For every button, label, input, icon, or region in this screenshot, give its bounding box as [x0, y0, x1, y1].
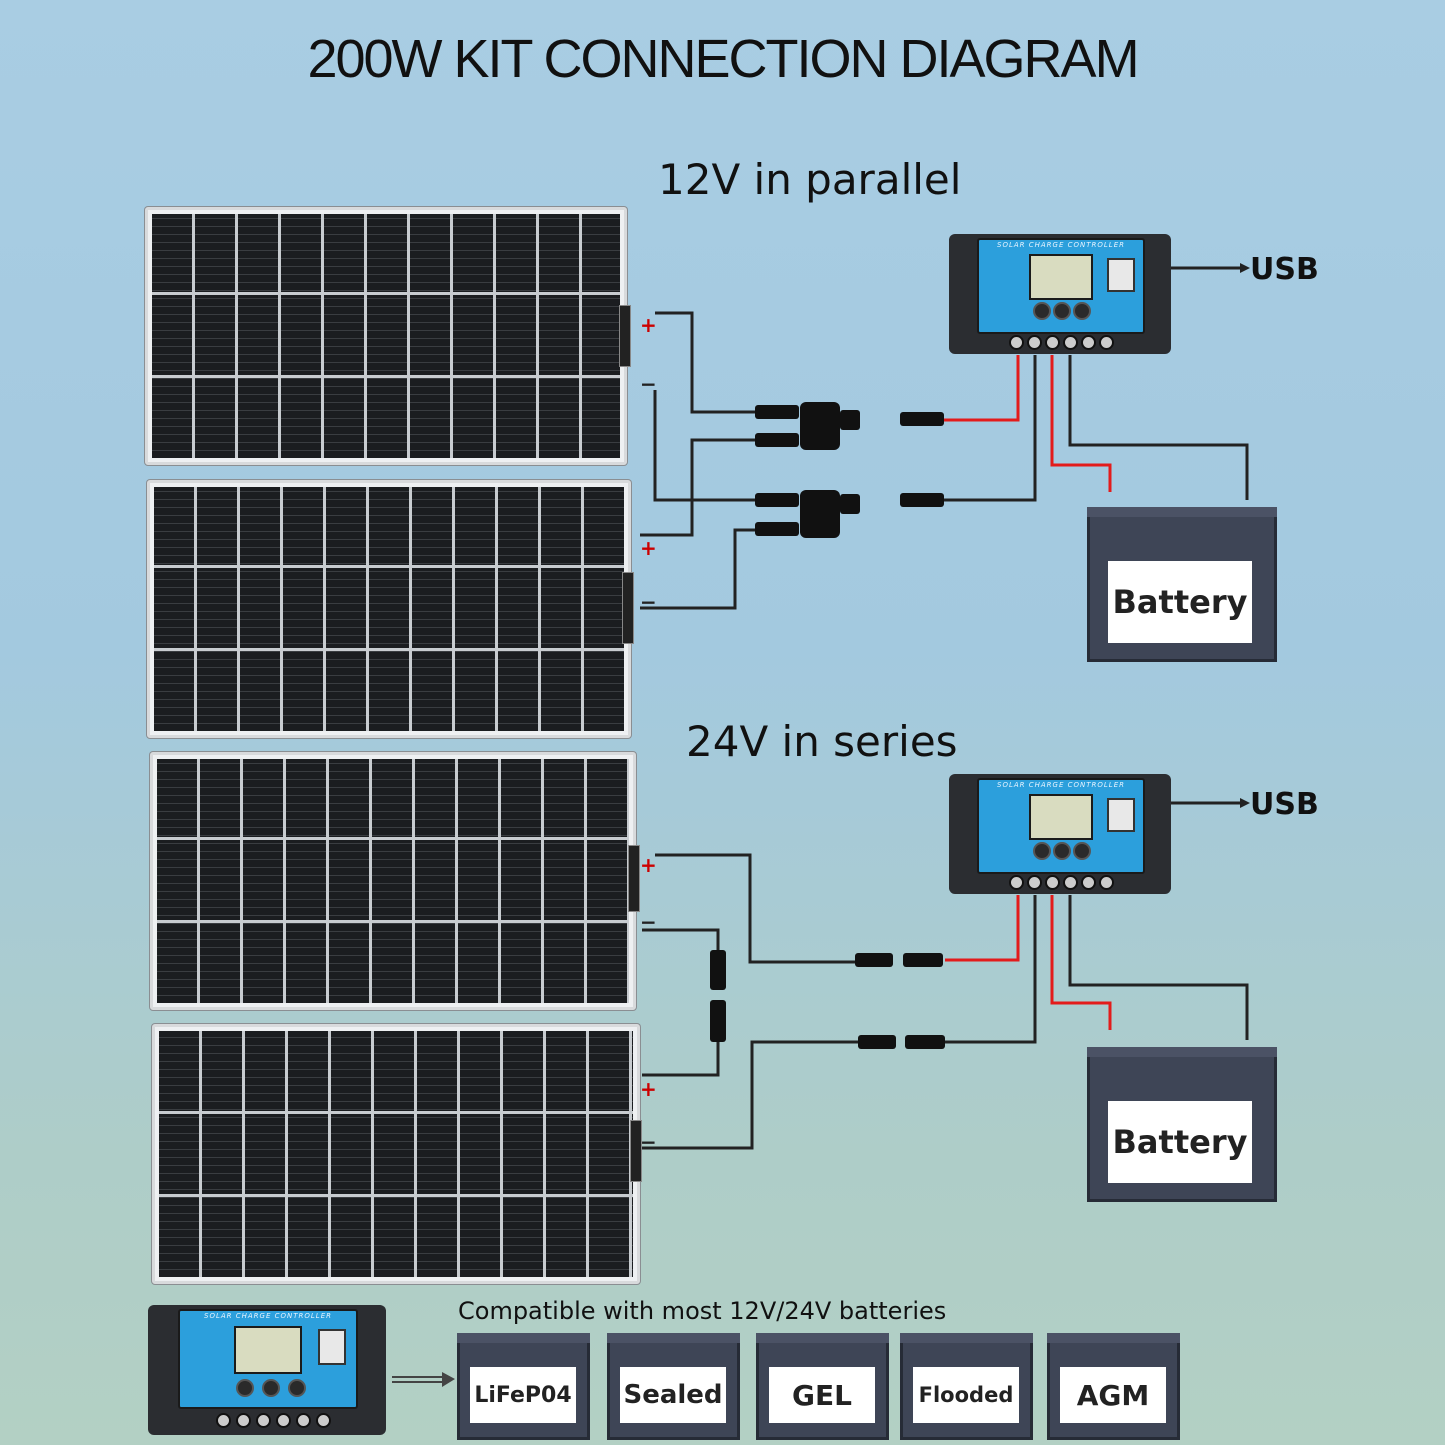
controller-button	[1053, 842, 1071, 860]
negative-mark: −	[640, 1130, 657, 1154]
battery-type-flooded: Flooded	[900, 1333, 1033, 1440]
controller-caption: SOLAR CHARGE CONTROLLER	[204, 1312, 332, 1320]
battery-type-sealed: Sealed	[607, 1333, 740, 1440]
controller-button	[1033, 302, 1051, 320]
positive-mark: +	[640, 313, 657, 337]
parallel-subtitle: 12V in parallel	[658, 155, 962, 204]
series-subtitle: 24V in series	[686, 717, 958, 766]
battery-label: Battery	[1108, 561, 1252, 643]
solar-panel-4	[152, 1024, 640, 1284]
junction-box	[619, 305, 631, 367]
positive-mark: +	[640, 853, 657, 877]
controller-button	[236, 1379, 254, 1397]
controller-button	[1073, 302, 1091, 320]
junction-box	[628, 845, 640, 912]
charge-controller-compat: SOLAR CHARGE CONTROLLER	[148, 1305, 386, 1435]
usb-label: USB	[1250, 787, 1319, 822]
positive-mark: +	[640, 536, 657, 560]
battery-series: Battery	[1087, 1047, 1277, 1202]
compatibility-text: Compatible with most 12V/24V batteries	[458, 1297, 947, 1325]
negative-mark: −	[640, 590, 657, 614]
solar-panel-1	[145, 207, 627, 465]
usb-port	[1107, 258, 1135, 292]
controller-button	[1073, 842, 1091, 860]
junction-box	[630, 1120, 642, 1182]
usb-label: USB	[1250, 252, 1319, 287]
battery-type-gel: GEL	[756, 1333, 889, 1440]
battery-type-label: AGM	[1060, 1367, 1166, 1423]
controller-button	[262, 1379, 280, 1397]
charge-controller-parallel: SOLAR CHARGE CONTROLLER	[949, 234, 1171, 354]
charge-controller-series: SOLAR CHARGE CONTROLLER	[949, 774, 1171, 894]
diagram-title: 200W KIT CONNECTION DIAGRAM	[307, 29, 1139, 89]
battery-type-label: Flooded	[913, 1367, 1019, 1423]
usb-port	[318, 1329, 346, 1365]
battery-type-label: GEL	[769, 1367, 875, 1423]
battery-type-label: LiFeP04	[470, 1367, 576, 1423]
controller-lcd	[234, 1326, 302, 1374]
battery-type-lifepo4: LiFeP04	[457, 1333, 590, 1440]
battery-parallel: Battery	[1087, 507, 1277, 662]
usb-port	[1107, 798, 1135, 832]
controller-caption: SOLAR CHARGE CONTROLLER	[997, 781, 1125, 789]
controller-button	[288, 1379, 306, 1397]
solar-panel-2	[147, 480, 631, 738]
solar-panel-3	[150, 752, 636, 1010]
battery-type-label: Sealed	[620, 1367, 726, 1423]
controller-button	[1053, 302, 1071, 320]
controller-button	[1033, 842, 1051, 860]
negative-mark: −	[640, 910, 657, 934]
controller-caption: SOLAR CHARGE CONTROLLER	[997, 241, 1125, 249]
controller-lcd	[1029, 794, 1093, 840]
positive-mark: +	[640, 1077, 657, 1101]
junction-box	[622, 572, 634, 644]
battery-type-agm: AGM	[1047, 1333, 1180, 1440]
controller-lcd	[1029, 254, 1093, 300]
negative-mark: −	[640, 372, 657, 396]
battery-label: Battery	[1108, 1101, 1252, 1183]
